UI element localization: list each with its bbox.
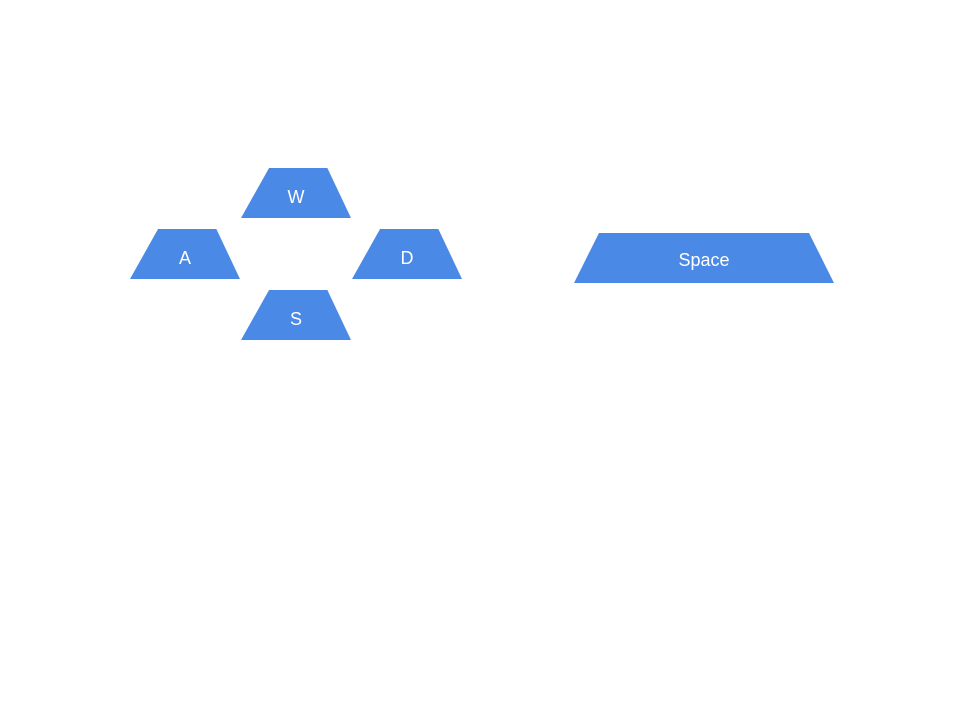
key-d-label: D [400,247,414,268]
key-d[interactable]: D [352,229,462,279]
key-w[interactable]: W [241,168,351,218]
key-space-label: Space [678,249,730,270]
key-s[interactable]: S [241,290,351,340]
key-a[interactable]: A [130,229,240,279]
key-a-label: A [178,247,191,268]
key-w-label: W [287,186,305,207]
key-s-label: S [289,308,302,329]
key-space[interactable]: Space [574,233,834,283]
